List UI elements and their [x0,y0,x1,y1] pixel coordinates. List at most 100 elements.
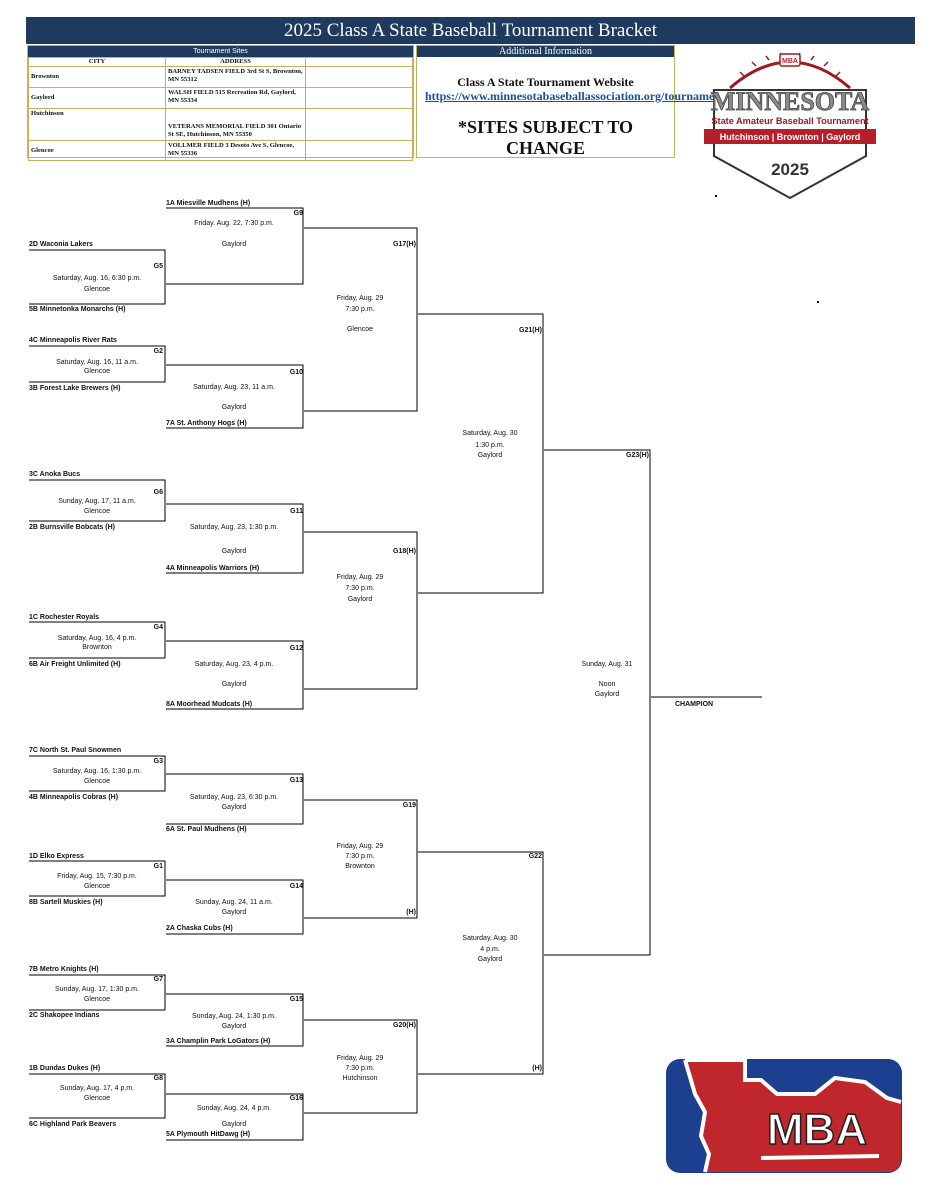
game-number: (H) [532,1065,542,1072]
team-name: 2C Shakopee Indians [29,1012,100,1019]
game-number: G6 [153,489,163,496]
game-number: G14 [289,883,303,890]
game-number: G8 [153,1075,163,1082]
game-number: G11 [290,508,303,515]
team-name: 2B Burnsville Bobcats (H) [29,524,115,531]
team-name: 4C Minneapolis River Rats [29,337,117,344]
game-info: Saturday, Aug. 23, 6:30 p.m. [189,794,279,801]
team-name: 7A St. Anthony Hogs (H) [166,420,247,427]
site-address: VOLLMER FIELD 3 Desoto Ave S, Glencoe, M… [165,140,306,161]
team-name: 2A Chaska Cubs (H) [166,925,233,932]
team-name: 6B Air Freight Unlimited (H) [29,661,121,668]
logo-cities: Hutchinson | Brownton | Gaylord [720,132,861,142]
game-number: G2 [153,348,163,355]
game-info: Glencoe [83,508,111,515]
game-info: Gaylord [221,804,247,811]
game-info: Sunday, Aug. 17, 11 a.m. [58,498,136,505]
game-info: Saturday, Aug. 30 [462,935,518,942]
team-name: 1A Miesville Mudhens (H) [166,200,251,207]
game-info: 7:30 p.m. [345,1065,375,1072]
team-name: 4A Minneapolis Warriors (H) [166,565,260,572]
game-info: Gaylord [221,909,247,916]
game-info: Gaylord [221,404,247,411]
mba-text: MBA [767,1105,867,1154]
game-info: 7:30 p.m. [345,585,375,592]
game-info: Sunday, Aug. 24, 4 p.m. [196,1105,272,1112]
game-number: G18(H) [393,548,416,555]
game-number: G20(H) [393,1022,416,1029]
game-info: Saturday, Aug. 23, 11 a.m. [193,384,275,391]
additional-info-panel: Additional Information Class A State Tou… [416,45,733,158]
game-info: 4 p.m. [480,946,500,953]
team-name: 5A Plymouth HitDawg (H) [166,1131,251,1138]
game-info: 7:30 p.m. [345,853,375,860]
team-name: 1D Elko Express [29,853,84,860]
game-info: Gaylord [221,1121,247,1128]
site-city: Hutchinson [28,108,166,141]
team-name: 7C North St. Paul Snowmen [29,747,122,754]
game-info: Sunday, Aug. 24, 1:30 p.m. [192,1013,276,1020]
game-info: Glencoe [83,286,111,293]
game-info: Saturday, Aug. 16, 6:30 p.m. [52,275,142,282]
stray-dot [715,195,717,197]
website-link[interactable]: https://www.minnesotabaseballassociation… [425,89,734,103]
game-info: Gaylord [477,452,503,459]
game-info: Glencoe [83,778,111,785]
sites-header: Tournament Sites [28,46,413,57]
logo-tagline: State Amateur Baseball Tournament [711,116,868,126]
game-info: Gaylord [594,691,620,698]
game-number: G15 [289,996,303,1003]
game-info: Hutchinson [342,1075,378,1082]
game-info: Glencoe [83,368,111,375]
game-info: Friday. Aug. 22, 7:30 p.m. [194,220,274,227]
logo-year: 2025 [771,160,809,179]
website-info: Class A State Tournament Website https:/… [417,75,733,103]
logo-badge: MBA [782,58,798,65]
game-info: Gaylord [221,681,247,688]
team-name: 6A St. Paul Mudhens (H) [166,826,247,833]
logo-state: MINNESOTA [711,87,870,116]
game-number: G21(H) [519,327,542,334]
game-info: Saturday, Aug. 16, 1:30 p.m. [52,768,142,775]
game-info: Gaylord [347,596,373,603]
team-name: 8A Moorhead Mudcats (H) [166,701,253,708]
tournament-sites-table: Tournament Sites CITY ADDRESS Brownton B… [27,45,414,161]
game-info: 1:30 p.m. [475,442,505,449]
game-info: Gaylord [221,1023,247,1030]
team-name: 7B Metro Knights (H) [29,966,99,973]
game-number: G16 [289,1095,303,1102]
team-name: 8B Sartell Muskies (H) [29,899,103,906]
game-number: (H) [406,909,416,916]
team-name: 3A Champlin Park LoGators (H) [166,1038,271,1045]
team-name: 5B Minnetonka Monarchs (H) [29,306,126,313]
game-info: Noon [598,681,616,688]
game-info: Friday, Aug. 29 [336,295,384,302]
game-number: G3 [153,758,163,765]
game-info: Friday, Aug. 29 [336,1055,384,1062]
sites-subject-to-change: *SITES SUBJECT TO CHANGE [457,117,634,158]
game-info: Glencoe [346,326,374,333]
game-number: G4 [153,624,163,631]
bracket-title: 2025 Class A State Baseball Tournament B… [26,17,915,44]
game-info: Sunday, Aug. 24, 11 a.m. [195,899,273,906]
game-info: Friday, Aug. 29 [336,843,384,850]
website-label: Class A State Tournament Website [457,75,634,89]
game-info: Friday, Aug. 15, 7:30 p.m. [57,873,137,880]
game-info: Saturday, Aug. 16, 11 a.m. [56,359,138,366]
game-info: Friday, Aug. 29 [336,574,384,581]
game-number: G23(H) [626,452,649,459]
game-info: Saturday, Aug. 30 [462,430,518,437]
game-info: 7:30 p.m. [345,306,375,313]
additional-header: Additional Information [417,46,674,57]
game-info: Sunday, Aug. 31 [581,661,633,668]
champion-label: CHAMPION [675,701,714,708]
game-info: Gaylord [221,241,247,248]
game-info: Saturday, Aug. 16, 4 p.m. [57,635,137,642]
game-number: G13 [289,777,303,784]
game-info: Glencoe [83,883,111,890]
game-info: Saturday, Aug. 23, 1:30 p.m. [189,524,279,531]
team-name: 1B Dundas Dukes (H) [29,1065,101,1072]
game-number: G9 [293,210,303,217]
team-name: 3B Forest Lake Brewers (H) [29,385,121,392]
